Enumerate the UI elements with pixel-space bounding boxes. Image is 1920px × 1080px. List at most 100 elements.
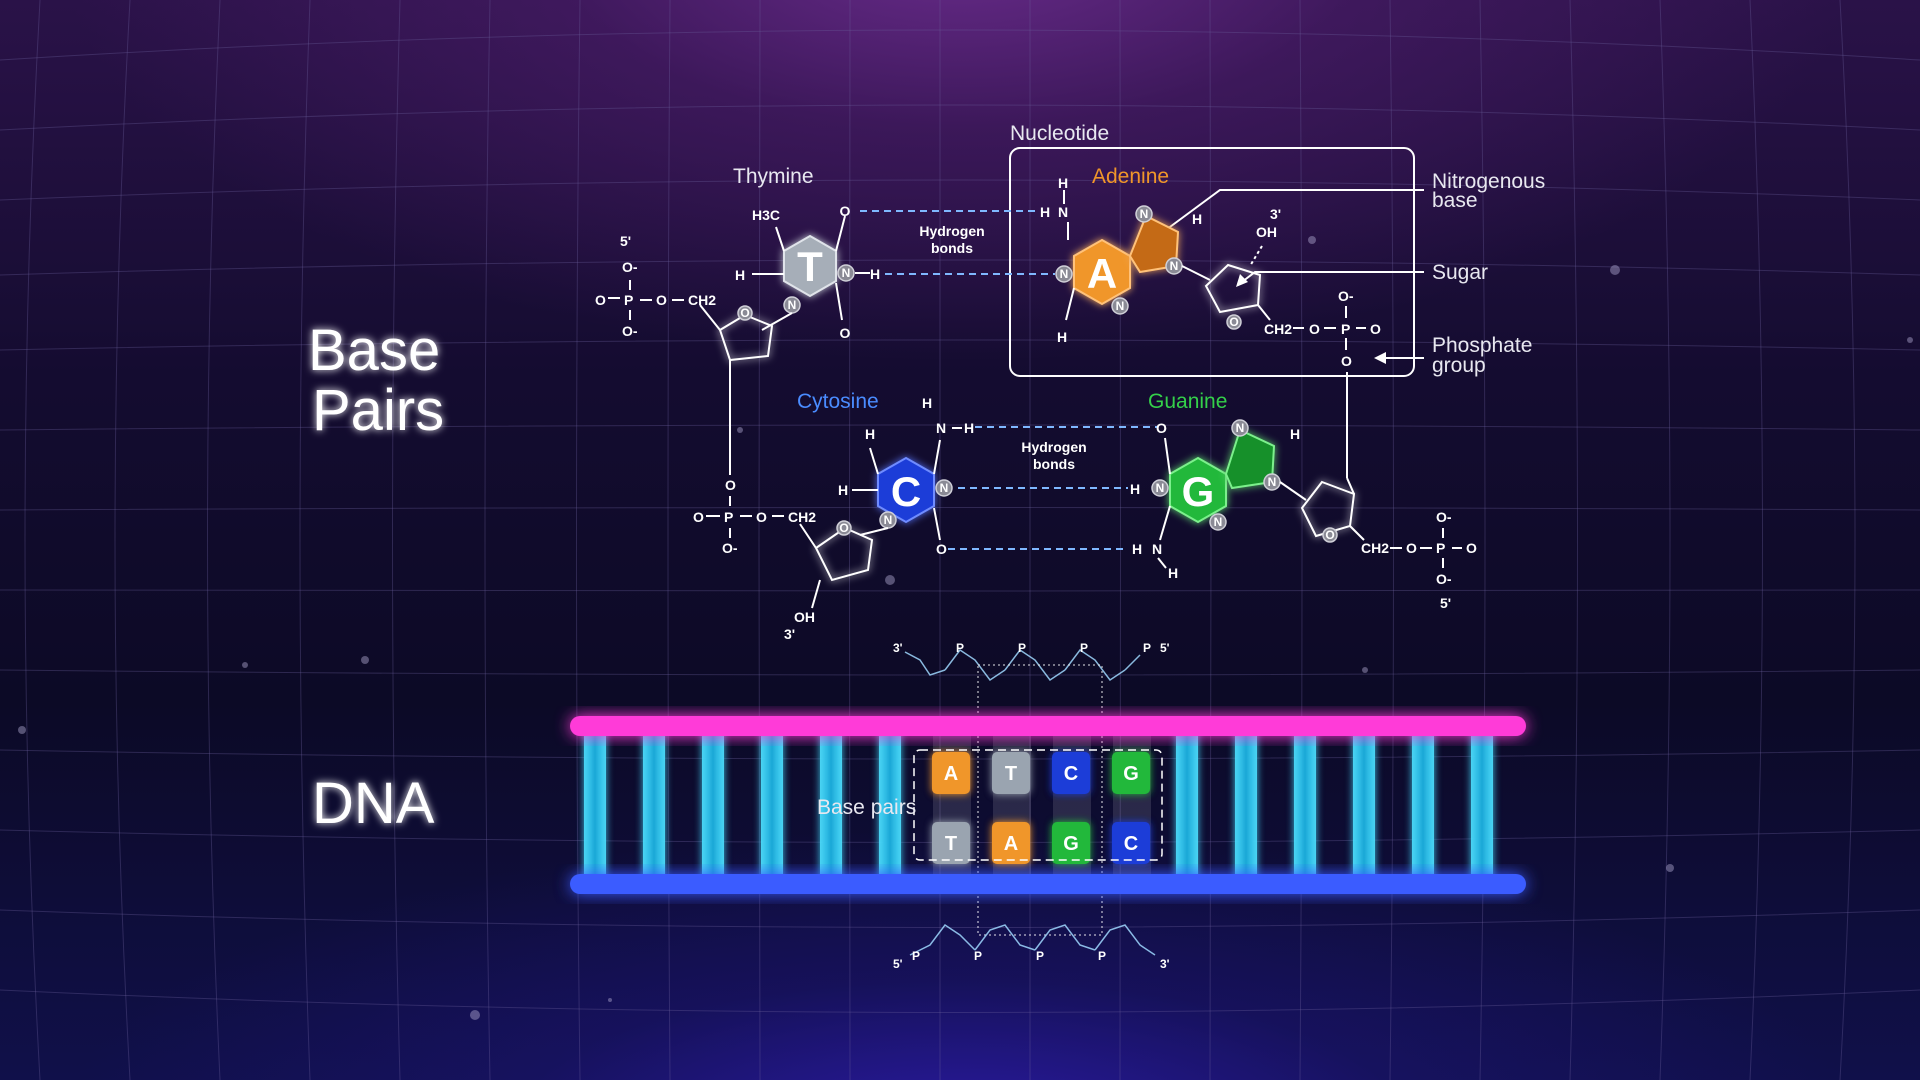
svg-text:5': 5' — [1440, 595, 1451, 611]
dna-bottom-base-4: C — [1124, 833, 1138, 855]
svg-text:P: P — [624, 292, 633, 308]
background-particles — [18, 236, 1913, 1020]
nitrogenous-base-label-1: Nitrogenous — [1432, 170, 1545, 193]
svg-text:H: H — [838, 482, 848, 498]
svg-text:O: O — [740, 306, 749, 320]
svg-text:O-: O- — [722, 540, 738, 556]
svg-text:H: H — [1057, 329, 1067, 345]
svg-text:N: N — [1236, 421, 1245, 435]
svg-text:O: O — [936, 541, 947, 557]
svg-text:O: O — [595, 292, 606, 308]
cytosine-label: Cytosine — [797, 390, 879, 413]
svg-text:5': 5' — [1160, 641, 1170, 655]
svg-text:3': 3' — [1160, 957, 1170, 971]
adenine-molecule: A N N N N H N H H H O 3' OH CH2 O P — [1040, 175, 1381, 478]
svg-text:H3C: H3C — [752, 207, 780, 223]
phosphate-pointer-arrow — [1374, 352, 1386, 364]
svg-text:O: O — [1309, 321, 1320, 337]
svg-text:H: H — [1168, 565, 1178, 581]
svg-text:P: P — [1098, 949, 1106, 963]
svg-text:CH2: CH2 — [1264, 321, 1292, 337]
svg-text:O: O — [1466, 540, 1477, 556]
svg-text:H: H — [1290, 426, 1300, 442]
svg-text:H: H — [1130, 481, 1140, 497]
svg-text:H: H — [964, 420, 974, 436]
title-dna: DNA — [312, 771, 435, 836]
svg-text:N: N — [1152, 541, 1162, 557]
svg-text:N: N — [842, 266, 851, 280]
svg-text:P: P — [1018, 641, 1026, 655]
svg-text:H: H — [1058, 175, 1068, 191]
svg-text:3': 3' — [893, 641, 903, 655]
dna-top-rail — [570, 716, 1526, 736]
adenine-label: Adenine — [1092, 165, 1169, 188]
svg-text:H: H — [1040, 204, 1050, 220]
svg-text:N: N — [1060, 267, 1069, 281]
sugar-pointer-line — [1237, 271, 1424, 286]
svg-text:O: O — [725, 477, 736, 493]
svg-text:N: N — [1116, 299, 1125, 313]
svg-text:P: P — [1341, 321, 1350, 337]
base-pair-rungs: A T C G T A G C — [913, 725, 1163, 883]
base-pairs-label: Base pairs — [817, 796, 916, 819]
hbond-label-bottom-1: Hydrogen — [1021, 439, 1086, 455]
hbond-label-bottom-2: bonds — [1033, 456, 1075, 472]
svg-text:O: O — [656, 292, 667, 308]
dna-top-base-2: T — [1005, 763, 1017, 785]
dna-bottom-rail — [570, 874, 1526, 894]
cytosine-letter: C — [891, 468, 921, 515]
svg-text:O: O — [1156, 420, 1167, 436]
thymine-letter: T — [797, 243, 823, 290]
dna-bottom-base-1: T — [945, 833, 957, 855]
svg-text:P: P — [956, 641, 964, 655]
svg-text:3': 3' — [1270, 206, 1281, 222]
guanine-molecule: G N N N N H O H N H H O CH2 O P O — [1130, 419, 1477, 611]
svg-text:P: P — [912, 949, 920, 963]
svg-text:H: H — [870, 266, 880, 282]
svg-text:O-: O- — [622, 259, 638, 275]
svg-text:CH2: CH2 — [788, 509, 816, 525]
svg-text:O: O — [693, 509, 704, 525]
svg-text:CH2: CH2 — [688, 292, 716, 308]
svg-text:O-: O- — [1436, 509, 1452, 525]
sugar-label: Sugar — [1432, 261, 1488, 284]
svg-text:3': 3' — [784, 626, 795, 642]
bottom-backbone-sketch — [909, 923, 1156, 956]
svg-text:P: P — [1436, 540, 1445, 556]
svg-text:O: O — [1370, 321, 1381, 337]
svg-text:O-: O- — [622, 323, 638, 339]
dna-bottom-base-3: G — [1063, 833, 1079, 855]
svg-text:N: N — [1268, 475, 1277, 489]
top-backbone-sketch — [904, 648, 1141, 936]
dna-top-base-4: G — [1123, 763, 1139, 785]
svg-text:H: H — [1132, 541, 1142, 557]
cytosine-molecule: C N N N H H H H O O OH 3' O O — [693, 395, 974, 642]
svg-text:P: P — [1036, 949, 1044, 963]
svg-text:OH: OH — [1256, 224, 1277, 240]
svg-text:5': 5' — [893, 957, 903, 971]
svg-text:P: P — [724, 509, 733, 525]
nucleotide-label: Nucleotide — [1010, 122, 1109, 145]
nitrogenous-pointer-line — [1154, 189, 1424, 239]
svg-text:H: H — [922, 395, 932, 411]
dna-top-base-3: C — [1064, 763, 1078, 785]
svg-text:O: O — [840, 203, 851, 219]
svg-text:N: N — [788, 298, 797, 312]
hbond-label-top-1: Hydrogen — [919, 223, 984, 239]
nitrogenous-base-label-2: base — [1432, 189, 1478, 212]
svg-text:O: O — [1229, 315, 1238, 329]
svg-text:N: N — [936, 420, 946, 436]
title-base: Base — [308, 318, 440, 383]
svg-text:O: O — [1341, 353, 1352, 369]
svg-text:P: P — [974, 949, 982, 963]
svg-text:H: H — [865, 426, 875, 442]
guanine-label: Guanine — [1148, 390, 1227, 413]
svg-text:O: O — [1406, 540, 1417, 556]
base-pair-diagram: Nucleotide Nitrogenous base Sugar Phosph… — [595, 122, 1545, 642]
ladder-rungs — [584, 725, 1493, 885]
thymine-label: Thymine — [733, 165, 814, 188]
phosphate-label-1: Phosphate — [1432, 334, 1532, 357]
base-pairs-highlight-box — [913, 749, 1163, 861]
